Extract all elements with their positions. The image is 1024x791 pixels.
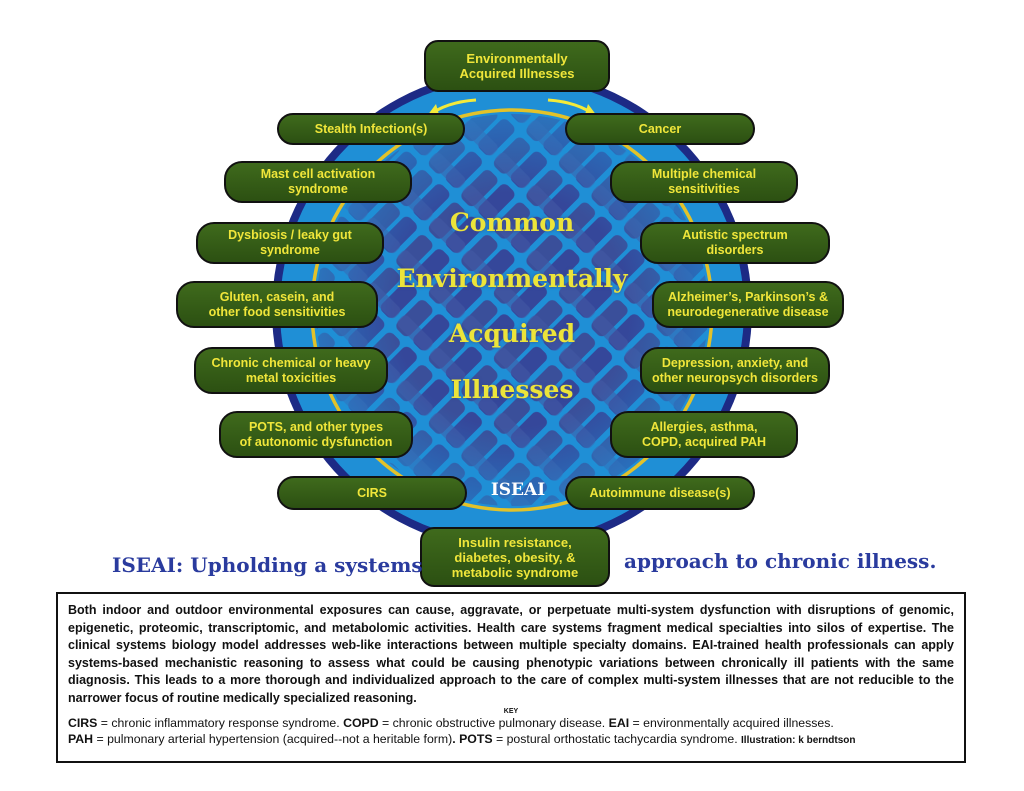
- key-copd-def: = chronic obstructive pulmonary disease.: [378, 716, 609, 730]
- right-item-chemical-sensitivities: Multiple chemical sensitivities: [610, 161, 798, 203]
- center-title-line-1: Common: [449, 208, 575, 237]
- right-item-neurodegenerative: Alzheimer’s, Parkinson’s & neurodegenera…: [652, 281, 844, 328]
- key-line-1: CIRS = chronic inflammatory response syn…: [68, 715, 954, 731]
- center-title-line-2: Environmentally: [396, 264, 628, 293]
- left-item-pots: POTS, and other types of autonomic dysfu…: [219, 411, 413, 458]
- key-cirs-def: = chronic inflammatory response syndrome…: [97, 716, 344, 730]
- eai-diagram: Environmentally Acquired Illnesses Steal…: [176, 40, 844, 587]
- top-box: Environmentally Acquired Illnesses: [424, 40, 610, 92]
- description-box: Both indoor and outdoor environmental ex…: [56, 592, 966, 763]
- left-item-dysbiosis: Dysbiosis / leaky gut syndrome: [196, 222, 384, 264]
- left-item-cirs: CIRS: [277, 476, 467, 510]
- key-line-2: PAH = pulmonary arterial hypertension (a…: [68, 731, 954, 749]
- key-pah-def: = pulmonary arterial hypertension (acqui…: [93, 732, 453, 746]
- right-item-autism: Autistic spectrum disorders: [640, 222, 830, 264]
- key-copd-abbr: COPD: [343, 716, 379, 730]
- left-item-stealth-infection: Stealth Infection(s): [277, 113, 465, 145]
- description-paragraph: Both indoor and outdoor environmental ex…: [68, 603, 954, 705]
- right-item-neuropsych: Depression, anxiety, and other neuropsyc…: [640, 347, 830, 394]
- iseai-logo-text: ISEAI: [490, 480, 546, 500]
- key-period: .: [452, 732, 460, 746]
- center-title-line-4: Illnesses: [450, 375, 574, 404]
- illustration-credit: Illustration: k berndtson: [741, 735, 856, 746]
- key-cirs-abbr: CIRS: [68, 716, 98, 730]
- left-item-mast-cell: Mast cell activation syndrome: [224, 161, 412, 203]
- key-eai-def: = environmentally acquired illnesses.: [629, 716, 834, 730]
- right-item-autoimmune: Autoimmune disease(s): [565, 476, 755, 510]
- tagline-left: ISEAI: Upholding a systems: [112, 553, 423, 577]
- left-item-toxicities: Chronic chemical or heavy metal toxiciti…: [194, 347, 388, 394]
- left-item-food-sensitivities: Gluten, casein, and other food sensitivi…: [176, 281, 378, 328]
- key-pots-abbr: POTS: [459, 732, 493, 746]
- key-pots-def: = postural orthostatic tachycardia syndr…: [492, 732, 742, 746]
- bottom-box: Insulin resistance, diabetes, obesity, &…: [420, 527, 610, 587]
- right-item-cancer: Cancer: [565, 113, 755, 145]
- key-label: KEY: [503, 708, 519, 715]
- key-pah-abbr: PAH: [68, 732, 94, 746]
- tagline-right: approach to chronic illness.: [624, 549, 937, 573]
- key-eai-abbr: EAI: [608, 716, 630, 730]
- center-title-line-3: Acquired: [448, 319, 576, 348]
- right-item-allergies: Allergies, asthma, COPD, acquired PAH: [610, 411, 798, 458]
